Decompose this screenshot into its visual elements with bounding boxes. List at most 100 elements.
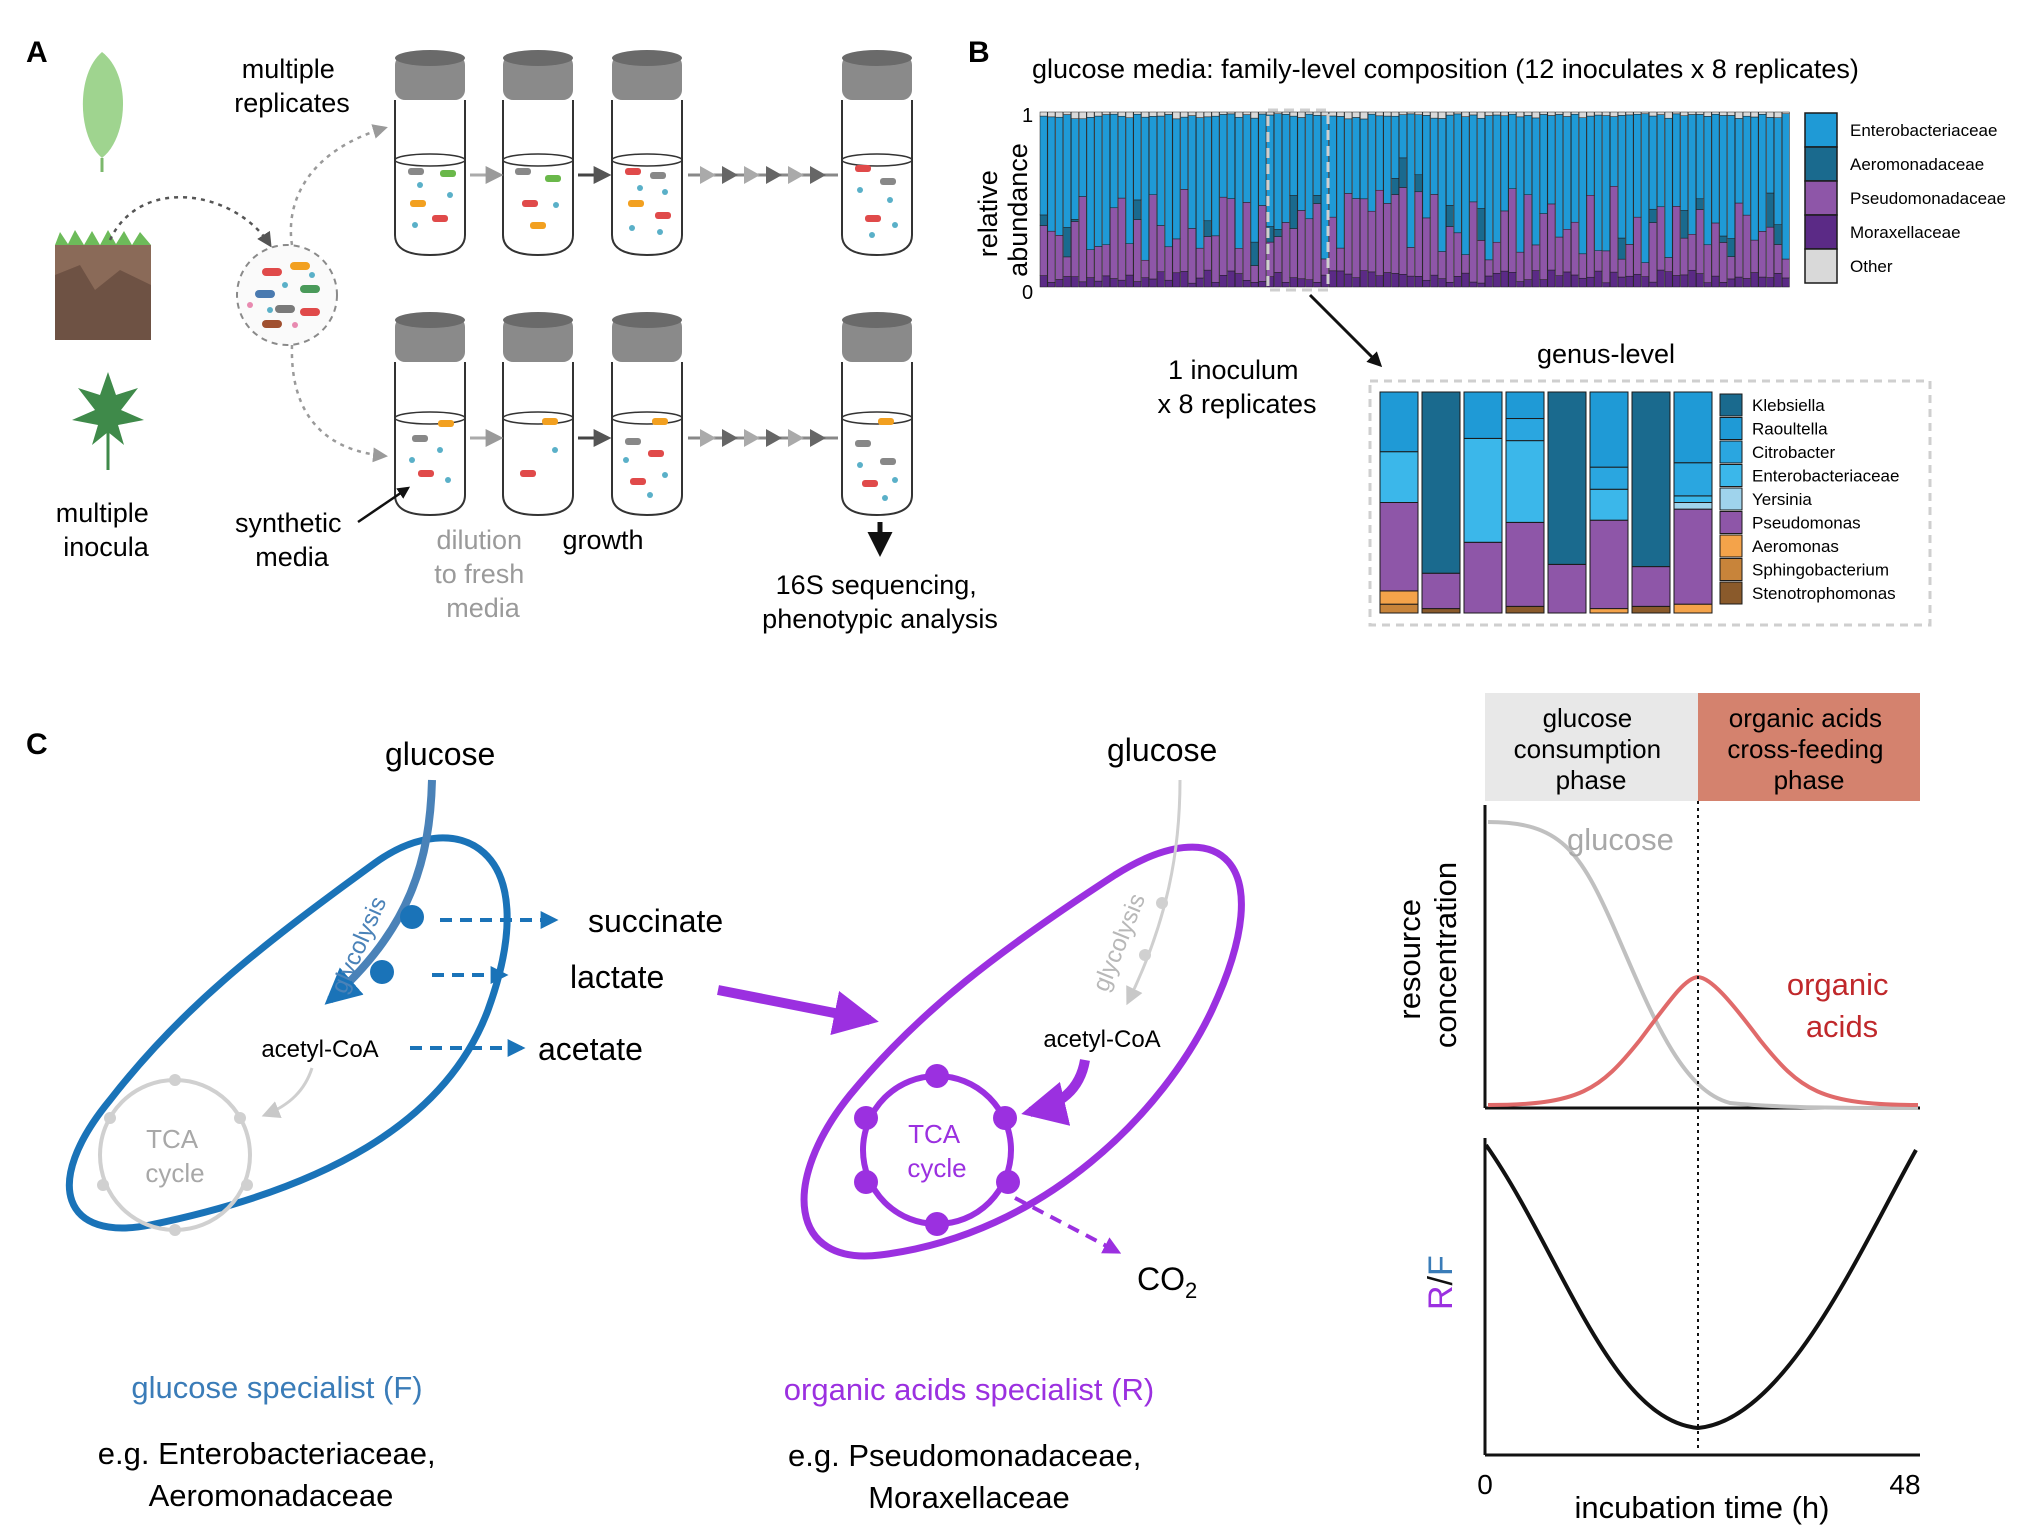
family-bar-segment: [1703, 244, 1712, 283]
family-bar-segment: [1500, 270, 1509, 288]
family-bar-segment: [1196, 117, 1204, 249]
family-bar-segment: [1235, 273, 1243, 288]
family-bar-segment: [1625, 111, 1634, 116]
family-bar-segment: [1766, 117, 1775, 194]
family-bar-segment: [1610, 271, 1618, 288]
genus-legend-swatch: [1719, 581, 1743, 605]
cross-feeding-phase-box: [1698, 693, 1920, 801]
tube-bottom-1: [394, 312, 466, 517]
family-bar-segment: [1227, 113, 1235, 199]
family-bar-segment: [1758, 231, 1767, 278]
tube-top-final: [841, 50, 913, 257]
genus-legend-label: Yersinia: [1752, 490, 1812, 509]
family-bar-segment: [1313, 111, 1321, 116]
family-bar-segment: [1735, 111, 1743, 119]
family-bar-segment: [1352, 277, 1360, 288]
family-bar-segment: [1172, 118, 1181, 240]
family-bar-segment: [1344, 118, 1353, 194]
family-bar-segment: [1531, 117, 1540, 246]
family-bar-segment: [1680, 111, 1689, 116]
family-bar-segment: [1578, 277, 1587, 288]
acetyl-coa-left-label: acetyl-CoA: [261, 1036, 378, 1063]
family-ytick-top: 1: [1022, 105, 1033, 127]
family-bar-segment: [1758, 114, 1767, 232]
family-bar-segment: [1781, 111, 1790, 114]
glycolysis-node-r2: [1139, 949, 1151, 961]
family-bar-segment: [1391, 115, 1400, 179]
family-bar-segment: [1508, 188, 1517, 273]
inoculation-arrow: [108, 196, 272, 248]
family-bar-segment: [1774, 244, 1782, 274]
growth-label: growth: [562, 525, 643, 555]
family-bar-segment: [1399, 157, 1407, 188]
family-bar-segment: [1430, 111, 1439, 119]
genus-bar-segment: [1505, 440, 1545, 523]
family-bar-segment: [1258, 205, 1267, 282]
family-bar-segment: [1297, 278, 1306, 288]
family-bar-segment: [1344, 193, 1353, 275]
family-bar-segment: [1399, 274, 1407, 288]
family-bar-segment: [1242, 111, 1251, 115]
genus-legend-swatch: [1719, 393, 1743, 417]
family-bar-segment: [1703, 111, 1712, 117]
family-bar-segment: [1063, 276, 1071, 288]
family-bar-segment: [1164, 111, 1173, 115]
family-bar-segment: [1594, 111, 1603, 116]
genus-bar-segment: [1421, 572, 1461, 610]
acetyl-coa-to-tca-left: [261, 1067, 314, 1119]
family-bar-segment: [1617, 111, 1626, 116]
family-bar-segment: [1703, 116, 1712, 246]
panel-label-c: C: [26, 728, 48, 761]
family-bar-segment: [1227, 198, 1235, 272]
family-bar-segment: [1617, 237, 1626, 260]
family-bar-segment: [1438, 111, 1446, 119]
inset-label: 1 inoculum x 8 replicates: [1157, 355, 1316, 419]
family-bar-segment: [1727, 111, 1735, 116]
family-bar-segment: [1336, 116, 1345, 249]
family-bar-segment: [1680, 115, 1689, 211]
family-bar-segment: [1078, 111, 1087, 120]
family-bar-segment: [1367, 113, 1376, 212]
family-bar-segment: [1563, 116, 1571, 230]
family-bar-segment: [1071, 219, 1079, 222]
family-bar-segment: [1274, 229, 1282, 237]
family-bar-segment: [1125, 274, 1134, 288]
family-bar-segment: [1547, 203, 1556, 271]
synthetic-media-label: synthetic media: [235, 508, 349, 572]
family-bar-segment: [1766, 192, 1775, 228]
family-bar-segment: [1110, 113, 1118, 209]
family-bar-segment: [1250, 265, 1259, 283]
family-bar-segment: [1781, 113, 1790, 260]
family-bar-segment: [1313, 115, 1321, 196]
glucose-specialist-examples: e.g. Enterobacteriaceae, Aeromonadaceae: [98, 1436, 444, 1513]
genus-bar-segment: [1505, 418, 1545, 442]
family-bar-segment: [1360, 118, 1368, 200]
family-bar-segment: [1203, 236, 1212, 271]
family-bar-segment: [1594, 250, 1603, 272]
family-legend-label: Pseudomonadaceae: [1850, 189, 2006, 208]
family-bar-segment: [1156, 111, 1165, 117]
family-bar-segment: [1586, 115, 1595, 196]
family-bar-segment: [1414, 174, 1423, 193]
family-bar-segment: [1719, 242, 1728, 283]
family-bar-segment: [1461, 254, 1470, 274]
family-legend-swatch: [1804, 146, 1838, 182]
family-bar-segment: [1117, 115, 1126, 199]
family-bar-segment: [1633, 216, 1642, 275]
genus-legend-swatch: [1719, 464, 1743, 487]
family-bar-segment: [1446, 205, 1454, 227]
family-legend-swatch: [1804, 248, 1838, 284]
family-bar-segment: [1133, 281, 1142, 288]
family-bar-segment: [1711, 113, 1720, 224]
family-bar-segment: [1094, 111, 1103, 117]
family-bar-segment: [1446, 114, 1454, 206]
family-bar-segment: [1571, 221, 1579, 276]
family-bar-segment: [1438, 118, 1446, 252]
family-bar-segment: [1110, 207, 1118, 279]
family-bar-segment: [1617, 276, 1626, 288]
family-bar-segment: [1078, 196, 1087, 283]
family-bar-segment: [1649, 111, 1657, 117]
family-bar-segment: [1047, 111, 1056, 118]
family-bar-segment: [1617, 258, 1626, 278]
